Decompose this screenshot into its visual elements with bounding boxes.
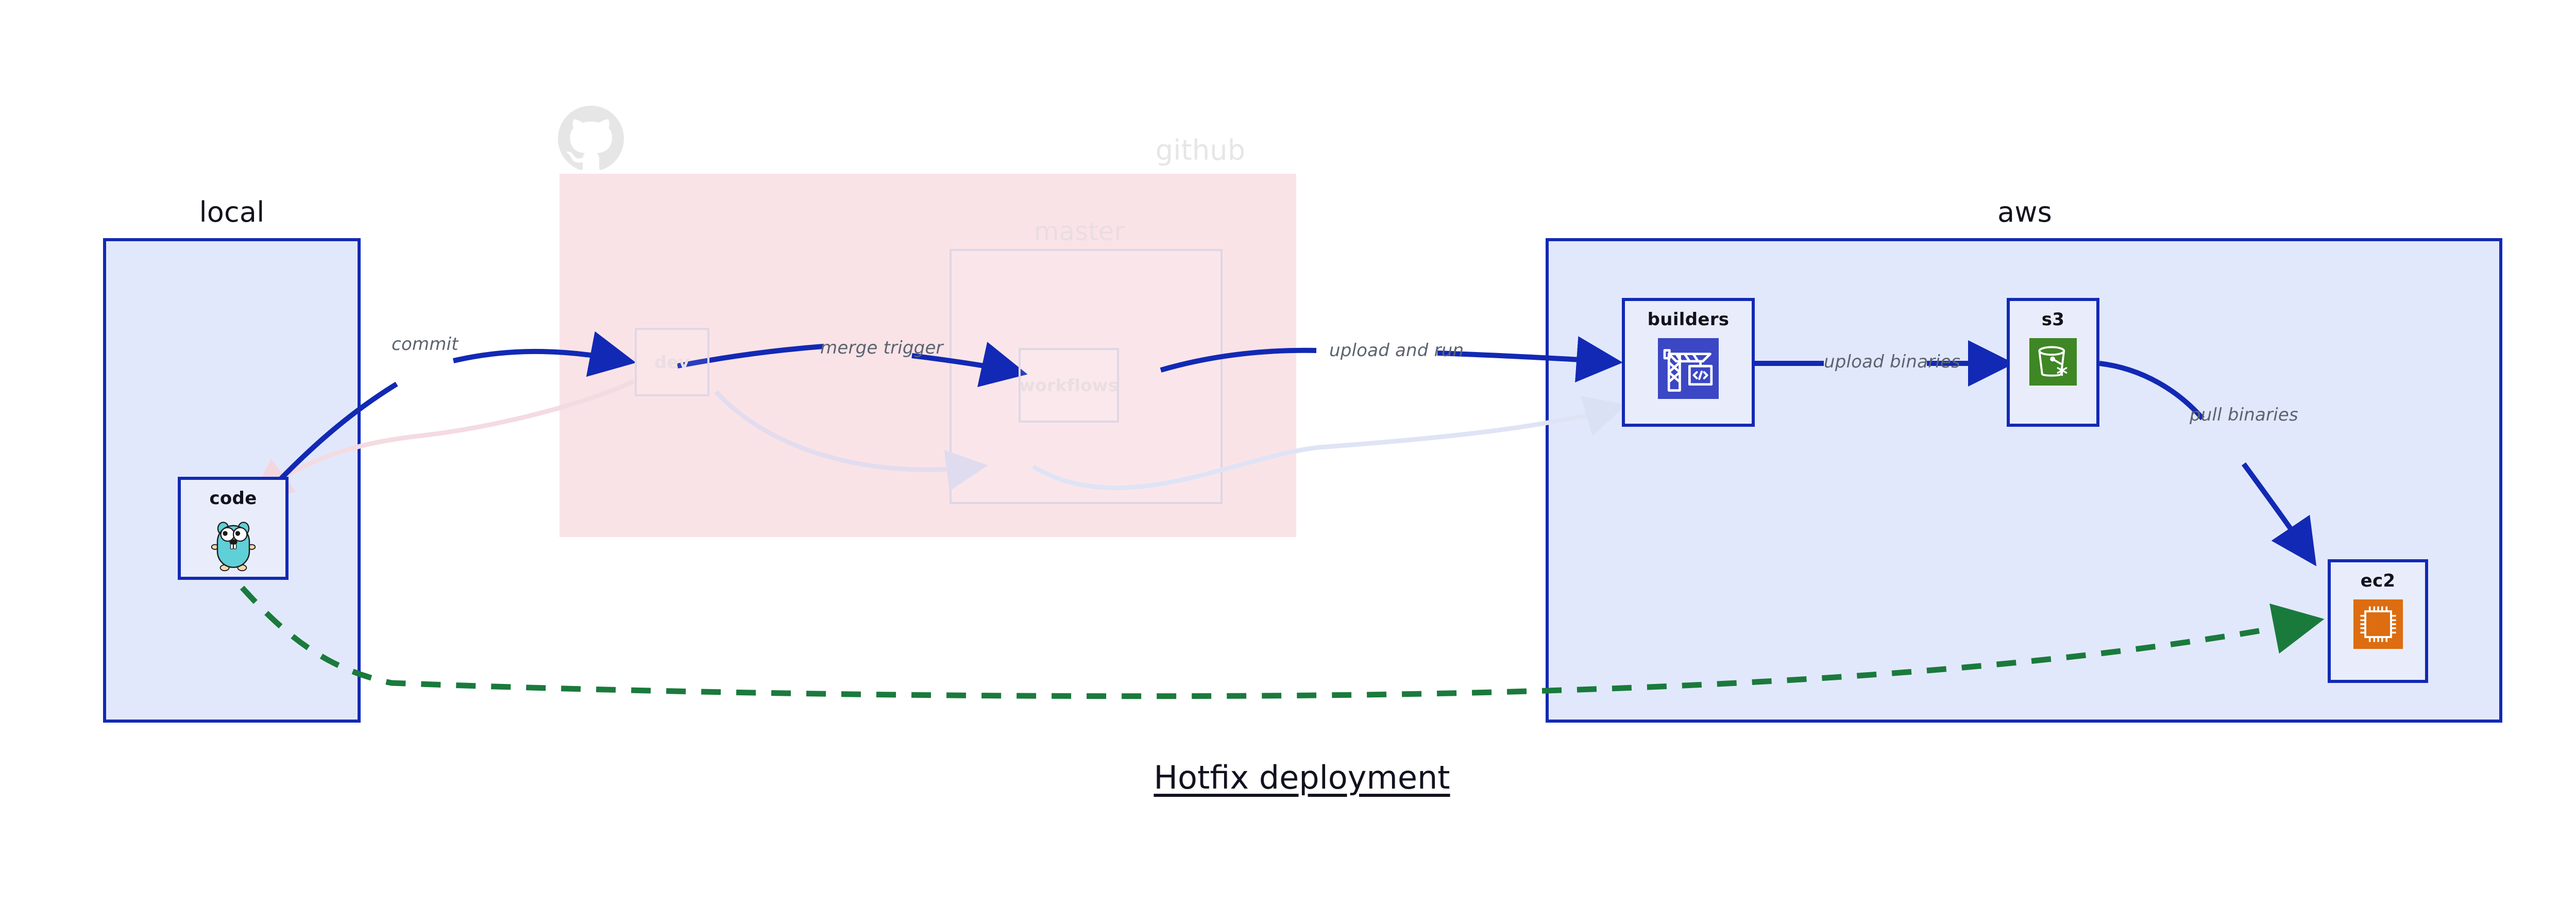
node-code[interactable]: code bbox=[178, 477, 289, 580]
aws-codebuild-crane-icon bbox=[1658, 338, 1719, 399]
node-title-s3: s3 bbox=[2041, 309, 2065, 330]
diagram-caption: Hotfix deployment bbox=[1154, 759, 1450, 796]
node-title-builders: builders bbox=[1647, 309, 1730, 330]
node-dev[interactable]: dev bbox=[635, 328, 709, 396]
edge-label-pull-binaries: pull binaries bbox=[2190, 405, 2298, 425]
aws-s3-bucket-icon bbox=[2029, 338, 2077, 386]
cluster-label-github: github bbox=[1155, 134, 1246, 166]
edge-label-upload-and-run: upload and run bbox=[1329, 340, 1464, 361]
golang-gopher-icon bbox=[211, 522, 256, 572]
node-s3[interactable]: s3 bbox=[2007, 298, 2099, 427]
aws-ec2-chip-icon bbox=[2353, 599, 2403, 649]
node-builders[interactable]: builders bbox=[1622, 298, 1755, 427]
edge-label-upload-binaries: upload binaries bbox=[1824, 352, 1961, 372]
node-title-ec2: ec2 bbox=[2360, 571, 2396, 591]
subcluster-label-master: master bbox=[1033, 216, 1125, 246]
cluster-label-local: local bbox=[199, 196, 265, 228]
github-octocat-icon bbox=[558, 106, 624, 170]
node-title-code: code bbox=[209, 488, 257, 509]
node-title-dev: dev bbox=[654, 352, 690, 372]
node-title-workflows: workflows bbox=[1019, 375, 1118, 395]
cluster-label-aws: aws bbox=[1997, 196, 2052, 228]
edge-label-commit: commit bbox=[392, 334, 459, 355]
node-workflows[interactable]: workflows bbox=[1019, 348, 1119, 423]
node-ec2[interactable]: ec2 bbox=[2328, 559, 2428, 683]
edge-label-merge-trigger: merge trigger bbox=[820, 338, 943, 358]
